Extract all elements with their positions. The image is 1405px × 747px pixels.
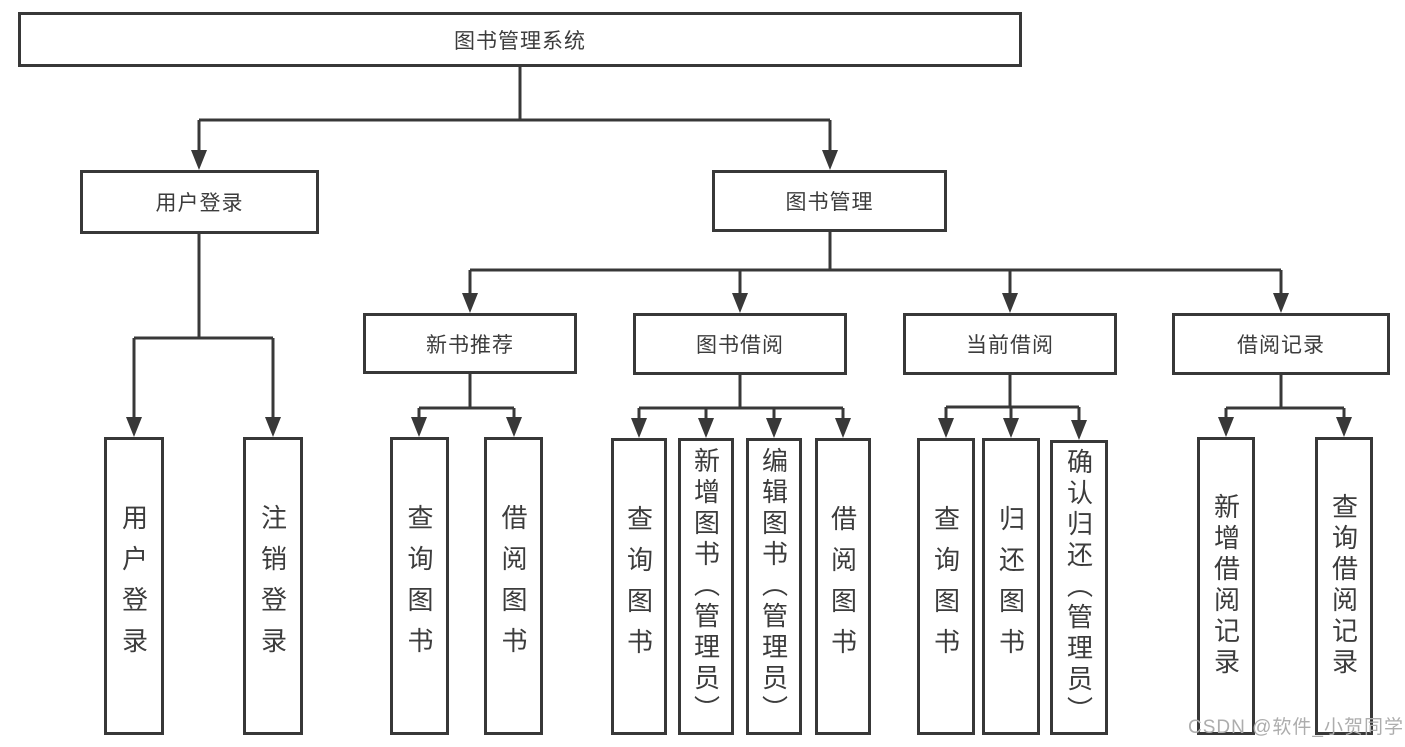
leaf-nb-query-books-label: 查询图书 [404,504,434,668]
connector-user-login [126,234,281,437]
connector-current-borrowing [938,375,1087,440]
leaf-cb-confirm-return-admin-label: 确认归还（管理员） [1063,448,1094,727]
leaf-nb-borrow-books-label: 借阅图书 [498,504,528,668]
leaf-br-query-record-label: 查询借阅记录 [1328,493,1359,679]
leaf-bb-borrow-books: 借阅图书 [815,438,871,735]
leaf-bb-edit-books-admin: 编辑图书（管理员） [746,438,802,735]
node-borrowing-records-label: 借阅记录 [1237,334,1325,357]
node-root-system: 图书管理系统 [18,12,1022,67]
leaf-br-query-record: 查询借阅记录 [1315,437,1373,735]
leaf-user-login: 用户登录 [104,437,164,735]
leaf-br-add-record-label: 新增借阅记录 [1210,493,1241,679]
leaf-bb-edit-books-admin-label: 编辑图书（管理员） [758,447,789,726]
node-user-login: 用户登录 [80,170,319,234]
connector-book-borrowing [631,375,851,438]
node-book-borrowing-label: 图书借阅 [696,334,784,357]
leaf-nb-borrow-books: 借阅图书 [484,437,543,735]
leaf-bb-query-books: 查询图书 [611,438,667,735]
leaf-logout-label: 注销登录 [257,504,288,668]
node-new-book-recommend: 新书推荐 [363,313,577,374]
connector-new-book-recommend [411,374,522,437]
leaf-bb-add-books-admin-label: 新增图书（管理员） [690,447,721,726]
connector-book-management [462,232,1289,313]
leaf-bb-add-books-admin: 新增图书（管理员） [678,438,734,735]
leaf-user-login-label: 用户登录 [118,504,149,668]
leaf-nb-query-books: 查询图书 [390,437,449,735]
node-borrowing-records: 借阅记录 [1172,313,1390,375]
node-root-label: 图书管理系统 [454,29,586,53]
leaf-cb-return-books-label: 归还图书 [995,504,1026,669]
leaf-bb-borrow-books-label: 借阅图书 [827,504,858,669]
leaf-logout: 注销登录 [243,437,303,735]
connector-root [191,67,838,170]
leaf-cb-query-books: 查询图书 [917,438,975,735]
csdn-watermark: CSDN @软件_小贺同学 [1188,717,1404,738]
leaf-cb-confirm-return-admin: 确认归还（管理员） [1050,440,1108,735]
leaf-br-add-record: 新增借阅记录 [1197,437,1255,735]
connector-borrowing-records [1218,375,1352,437]
node-book-management-label: 图书管理 [785,191,874,214]
node-user-login-label: 用户登录 [155,192,244,215]
node-book-borrowing: 图书借阅 [633,313,847,375]
node-current-borrowing: 当前借阅 [903,313,1117,375]
leaf-bb-query-books-label: 查询图书 [623,504,654,669]
leaf-cb-query-books-label: 查询图书 [930,504,961,669]
node-book-management: 图书管理 [712,170,947,232]
leaf-cb-return-books: 归还图书 [982,438,1040,735]
node-new-book-recommend-label: 新书推荐 [426,333,514,357]
node-current-borrowing-label: 当前借阅 [966,334,1054,357]
